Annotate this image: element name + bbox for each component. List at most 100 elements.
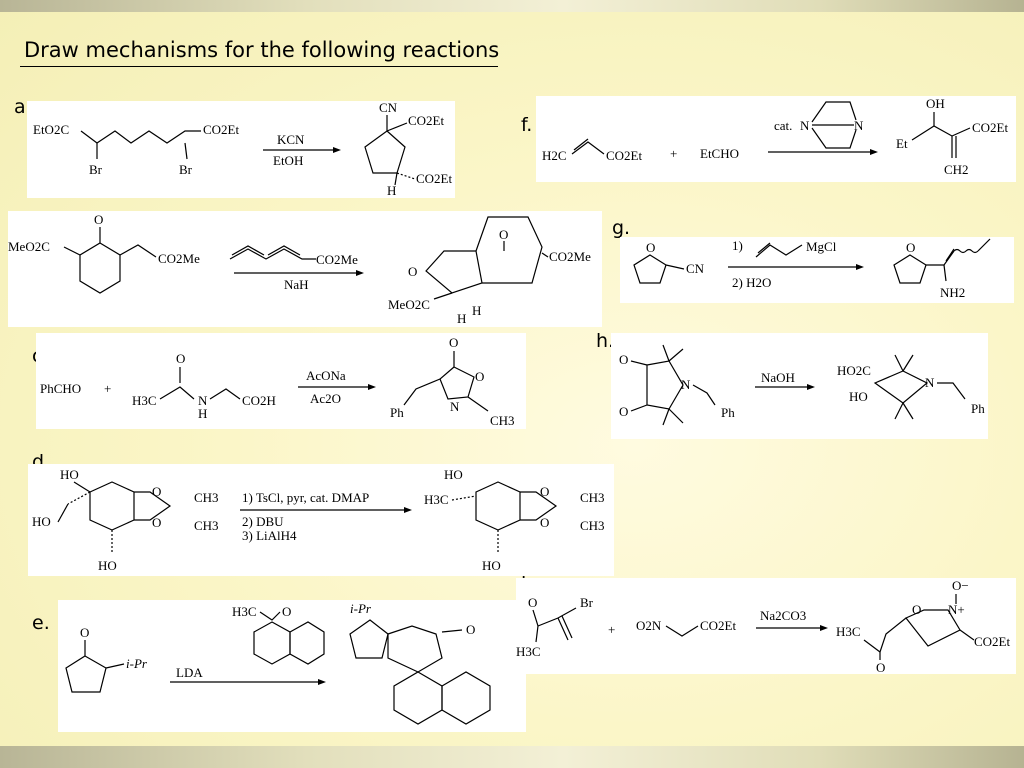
c-product-o2: O <box>475 369 484 384</box>
i-product-acyl <box>879 617 907 653</box>
i-co2et: CO2Et <box>700 618 737 633</box>
h-product-ho2c: HO2C <box>837 363 871 378</box>
a-arrowhead <box>333 147 341 153</box>
i-h3c: H3C <box>516 644 541 659</box>
d-oh-bond <box>73 481 91 493</box>
b-product-ring-b <box>475 216 543 284</box>
f-dabco-top <box>811 101 857 123</box>
d-step3: 3) LiAlH4 <box>242 528 297 543</box>
d-product-ch3-2: CH3 <box>580 518 605 533</box>
c-product-n: N <box>450 399 460 414</box>
f-acrylate-bonds <box>571 141 605 155</box>
e-product-ring-c <box>387 625 443 673</box>
d-product-ch3-1: CH3 <box>580 490 605 505</box>
h-pyrrolidinedione <box>646 360 684 410</box>
c-benzylidene <box>403 378 441 406</box>
g-cn: CN <box>686 261 705 276</box>
a-product-cn: CN <box>379 100 398 115</box>
reaction-g-scheme: O CN 1) MgCl 2) H2O O NH2 <box>633 238 991 300</box>
g-allyl-db <box>757 242 771 254</box>
d-o2: O <box>152 515 161 530</box>
page-title: Draw mechanisms for the following reacti… <box>24 38 500 62</box>
g-arrowhead <box>856 264 864 270</box>
reaction-e-scheme: O i-Pr LDA H3C O i-Pr O <box>65 601 491 725</box>
i-methylene-db <box>561 615 573 639</box>
a-sm-chain <box>80 130 201 144</box>
d-step1: 1) TsCl, pyr, cat. DMAP <box>242 490 369 505</box>
reaction-h-scheme: O O N Ph NaOH HO2C HO N Ph <box>619 344 985 426</box>
d-ho-left: HO <box>32 514 51 529</box>
f-arrowhead <box>870 149 878 155</box>
reaction-b-scheme: O MeO2C CO2Me CO2Me NaH O O CO2Me MeO2C … <box>8 212 591 326</box>
e-cyclopentanone <box>65 655 107 693</box>
i-product-o: O <box>912 602 921 617</box>
d-product-acetonide <box>520 491 558 521</box>
reaction-b-panel: O MeO2C CO2Me CO2Me NaH O O CO2Me MeO2C … <box>8 211 602 327</box>
f-co2et: CO2Et <box>606 148 643 163</box>
a-reagent-top: KCN <box>277 132 305 147</box>
label-g: g. <box>612 217 631 239</box>
d-o1: O <box>152 484 161 499</box>
h-o2: O <box>619 404 628 419</box>
g-step1: 1) <box>732 238 743 253</box>
e-product-ring-d <box>349 619 389 659</box>
d-sm-ring <box>89 481 135 531</box>
d-ho-bottom: HO <box>98 558 117 573</box>
h-reagent: NaOH <box>761 370 795 385</box>
i-reagent: Na2CO3 <box>760 608 806 623</box>
e-product-ipr: i-Pr <box>350 601 372 616</box>
i-product-isoxazoline <box>905 609 961 647</box>
d-ho-top: HO <box>60 467 79 482</box>
reaction-f-panel: H2C CO2Et + EtCHO cat. N N OH Et CO2Et C… <box>536 96 1016 182</box>
title-underline <box>20 66 498 67</box>
g-product-db <box>945 248 955 262</box>
reaction-e-panel: O i-Pr LDA H3C O i-Pr O <box>58 600 526 732</box>
g-product-nh2: NH2 <box>940 285 965 300</box>
i-o2n: O2N <box>636 618 662 633</box>
b-sm-ring <box>79 242 121 294</box>
e-product-co-bond <box>441 629 463 633</box>
g-step2: 2) H2O <box>732 275 771 290</box>
e-product-o: O <box>466 622 475 637</box>
reaction-i-panel: O Br H3C + O2N CO2Et Na2CO3 O− O N+ CO2E… <box>516 578 1016 675</box>
e-dihydronaphthalene-ring2 <box>289 621 325 665</box>
h-product-me3 <box>894 402 904 420</box>
b-product-ester: CO2Me <box>549 249 591 264</box>
b-ester-left-bond <box>63 246 81 256</box>
reaction-f-scheme: H2C CO2Et + EtCHO cat. N N OH Et CO2Et C… <box>542 96 1009 177</box>
d-product-methyl <box>451 495 477 501</box>
c-amide-bonds <box>159 386 195 400</box>
g-mgcl: MgCl <box>806 239 837 254</box>
reaction-a-panel: EtO2C CO2Et Br Br KCN EtOH CN CO2Et CO2E… <box>27 100 455 198</box>
a-reagent-bottom: EtOH <box>273 153 303 168</box>
h-me2 <box>668 348 684 362</box>
a-product-ester-top: CO2Et <box>408 113 445 128</box>
i-o: O <box>528 595 537 610</box>
b-ester-bond <box>541 252 549 258</box>
a-br-1: Br <box>89 162 103 177</box>
reaction-h-panel: O O N Ph NaOH HO2C HO N Ph <box>611 333 988 439</box>
d-product-ho-top: HO <box>444 467 463 482</box>
i-product-co2et: CO2Et <box>974 634 1011 649</box>
b-product-o-left: O <box>408 264 417 279</box>
f-product-co2et: CO2Et <box>972 120 1009 135</box>
b-diene-db2 <box>267 245 301 256</box>
f-product-ch2: CH2 <box>944 162 969 177</box>
g-product-o: O <box>906 240 915 255</box>
e-ipr-bond <box>105 663 125 669</box>
i-arrowhead <box>820 625 828 631</box>
h-o1: O <box>619 352 628 367</box>
g-product-furan <box>893 254 927 284</box>
h-product-me1 <box>894 354 904 372</box>
a-ester-bond-top <box>386 122 408 132</box>
a-product-h: H <box>387 183 396 198</box>
i-nitroacetate <box>665 625 699 637</box>
e-ipr: i-Pr <box>126 656 148 671</box>
h-n: N <box>681 377 691 392</box>
f-dabco-bottom <box>811 127 857 149</box>
c-arrowhead <box>368 384 376 390</box>
f-product-chain <box>911 125 971 141</box>
a-br-bond-2 <box>184 142 188 160</box>
d-arrowhead <box>404 507 412 513</box>
a-product-ring <box>364 130 406 174</box>
